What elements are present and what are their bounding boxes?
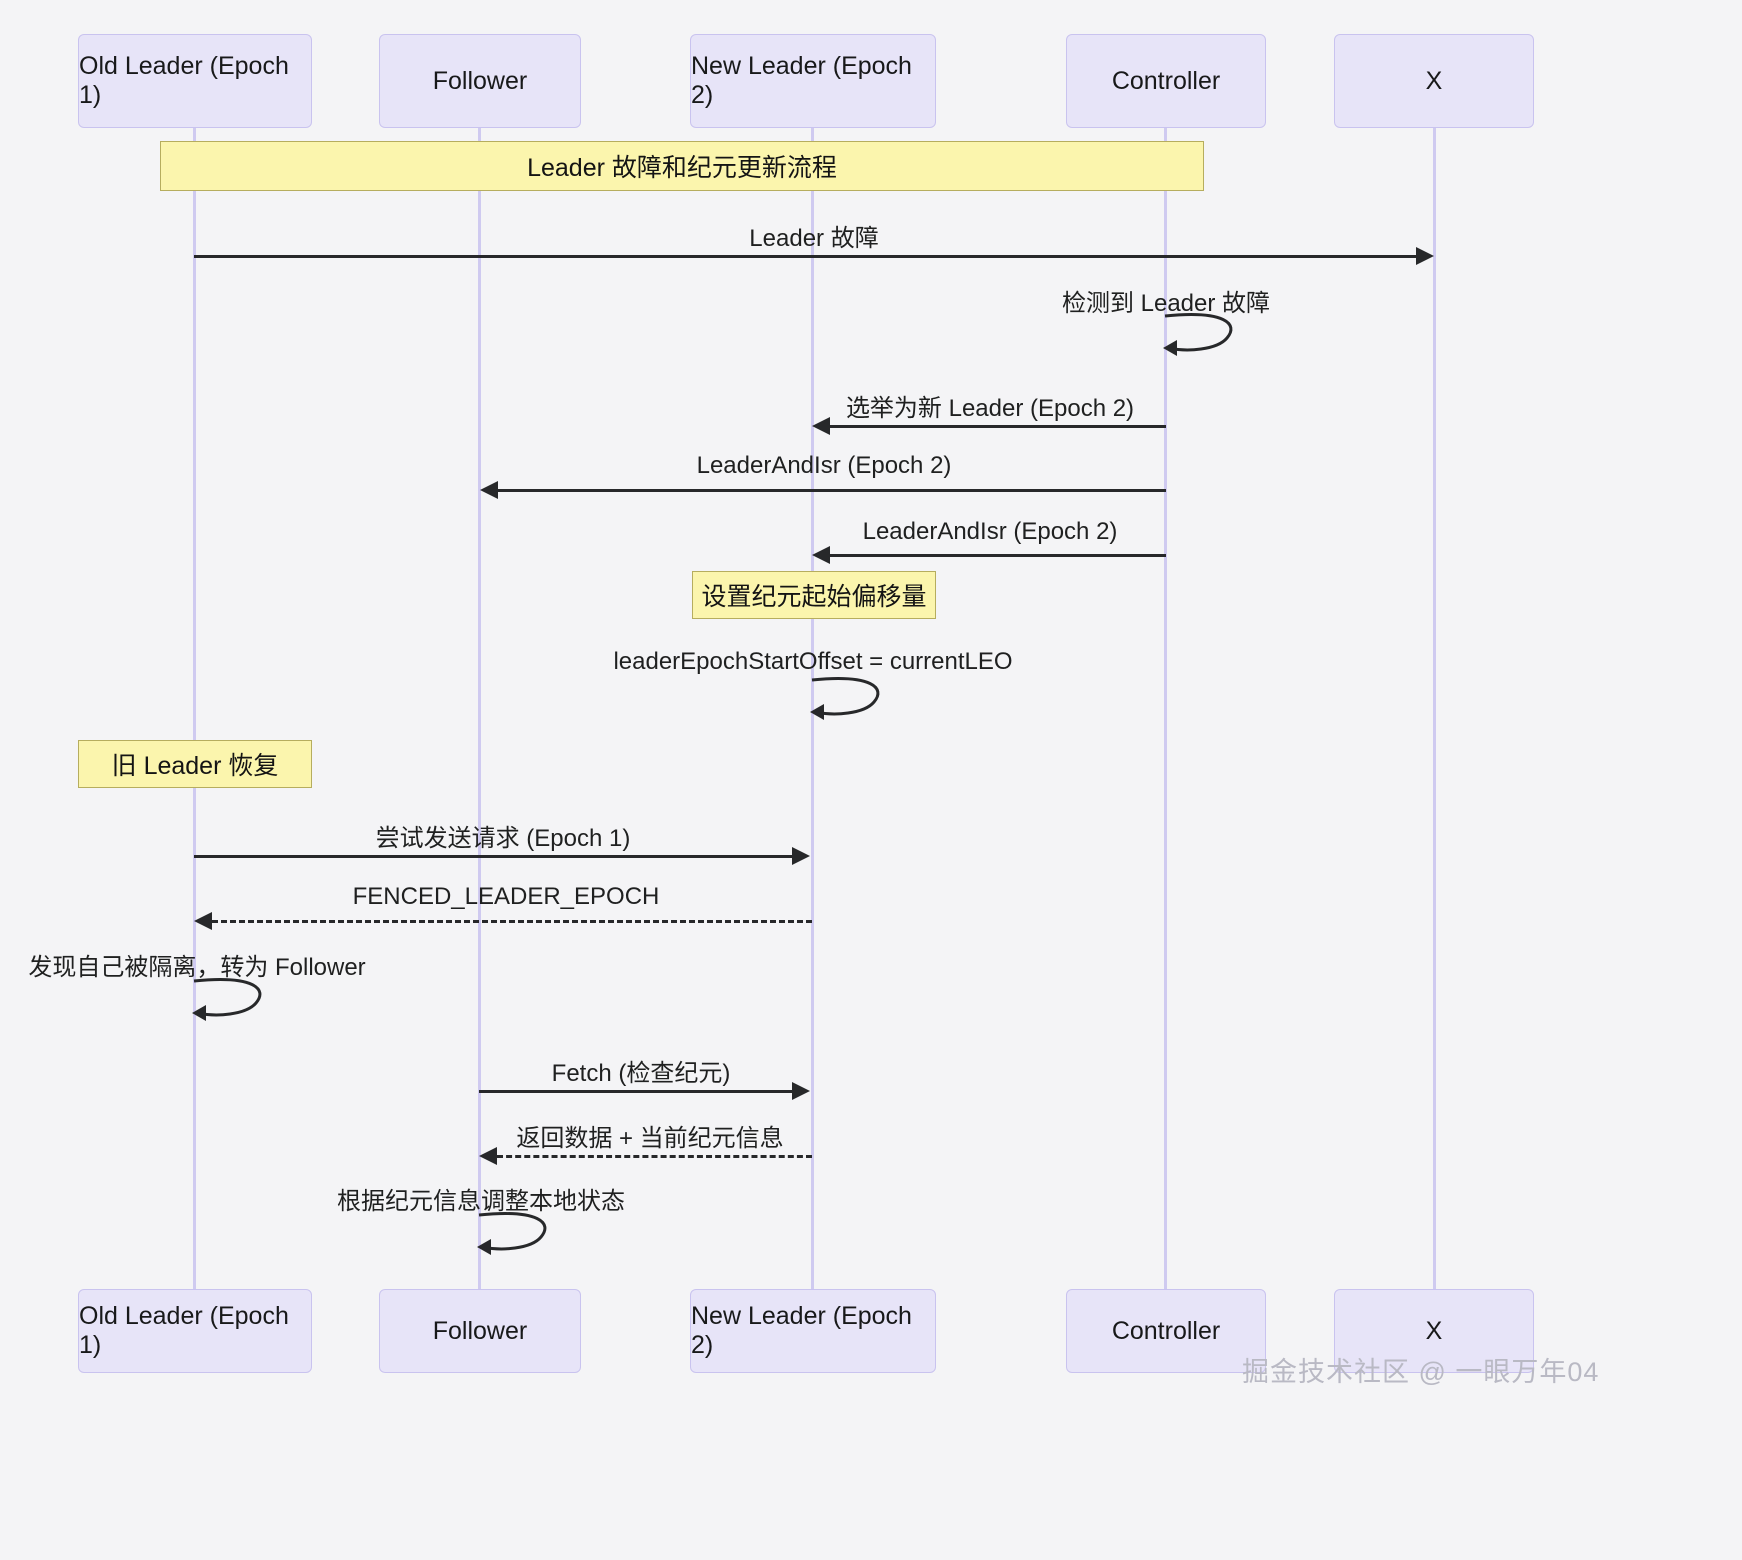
message-label-m2: 检测到 Leader 故障 [1061,290,1271,317]
actor-top-new-leader[interactable]: New Leader (Epoch 2) [690,34,936,128]
actor-bottom-follower[interactable]: Follower [379,1289,581,1373]
lifeline-controller [1164,128,1167,1290]
message-arrow-m3 [830,425,1166,428]
actor-label: X [1425,1316,1443,1345]
actor-label: Controller [1111,66,1221,95]
message-label-m4: LeaderAndIsr (Epoch 2) [696,452,952,479]
message-arrow-m4 [498,489,1166,492]
message-arrowhead-m7 [792,847,810,865]
message-arrowhead-m1 [1416,247,1434,265]
actor-label: New Leader (Epoch 2) [691,1302,912,1359]
actor-bottom-old-leader[interactable]: Old Leader (Epoch 1) [78,1289,312,1373]
message-arrow-m10 [479,1090,792,1093]
message-arrow-m8 [212,920,812,923]
message-label-m6: leaderEpochStartOffset = currentLEO [613,648,1013,675]
message-label-m1: Leader 故障 [749,225,879,252]
lifeline-follower [478,128,481,1290]
actor-label: Follower [432,1316,528,1345]
message-selfloop-m9 [192,978,262,1021]
message-label-m7: 尝试发送请求 (Epoch 1) [375,825,631,852]
note-label: 旧 Leader 恢复 [111,752,279,780]
actor-top-x[interactable]: X [1334,34,1534,128]
message-arrowhead-m11 [479,1147,497,1165]
message-selfloop-m2 [1163,313,1233,356]
actor-top-follower[interactable]: Follower [379,34,581,128]
message-label-m9: 发现自己被隔离，转为 Follower [28,954,366,981]
actor-label: Old Leader (Epoch 1) [79,1302,289,1359]
lifeline-x [1433,128,1436,1290]
message-arrowhead-m10 [792,1082,810,1100]
lifeline-new-leader [811,128,814,1290]
message-label-m12: 根据纪元信息调整本地状态 [337,1188,625,1215]
message-arrow-m5 [830,554,1166,557]
message-selfloop-m12 [477,1212,547,1255]
message-label-m3: 选举为新 Leader (Epoch 2) [845,395,1135,422]
diagram-title-banner: Leader 故障和纪元更新流程 [160,141,1204,191]
actor-top-old-leader[interactable]: Old Leader (Epoch 1) [78,34,312,128]
note-epoch-start-offset: 设置纪元起始偏移量 [692,571,936,619]
note-old-leader-recover: 旧 Leader 恢复 [78,740,312,788]
banner-label: Leader 故障和纪元更新流程 [527,154,837,182]
message-arrowhead-m4 [480,481,498,499]
actor-bottom-x[interactable]: X [1334,1289,1534,1373]
actor-bottom-controller[interactable]: Controller [1066,1289,1266,1373]
message-arrowhead-m5 [812,546,830,564]
actor-label: Old Leader (Epoch 1) [79,52,289,109]
actor-top-controller[interactable]: Controller [1066,34,1266,128]
message-label-m10: Fetch (检查纪元) [551,1060,731,1087]
message-label-m11: 返回数据 + 当前纪元信息 [516,1125,784,1152]
message-label-m8: FENCED_LEADER_EPOCH [352,883,660,910]
actor-label: New Leader (Epoch 2) [691,52,912,109]
actor-label: Controller [1111,1316,1221,1345]
message-label-m5: LeaderAndIsr (Epoch 2) [862,518,1118,545]
lifeline-old-leader [193,128,196,1290]
actor-label: Follower [432,66,528,95]
message-arrow-m1 [194,255,1416,258]
watermark: 掘金技术社区 @ 一眼万年04 [1242,1357,1600,1387]
note-label: 设置纪元起始偏移量 [701,583,927,611]
message-arrow-m11 [497,1155,812,1158]
message-arrowhead-m8 [194,912,212,930]
message-arrowhead-m3 [812,417,830,435]
message-arrow-m7 [194,855,792,858]
actor-label: X [1425,66,1443,95]
message-selfloop-m6 [810,677,880,720]
actor-bottom-new-leader[interactable]: New Leader (Epoch 2) [690,1289,936,1373]
